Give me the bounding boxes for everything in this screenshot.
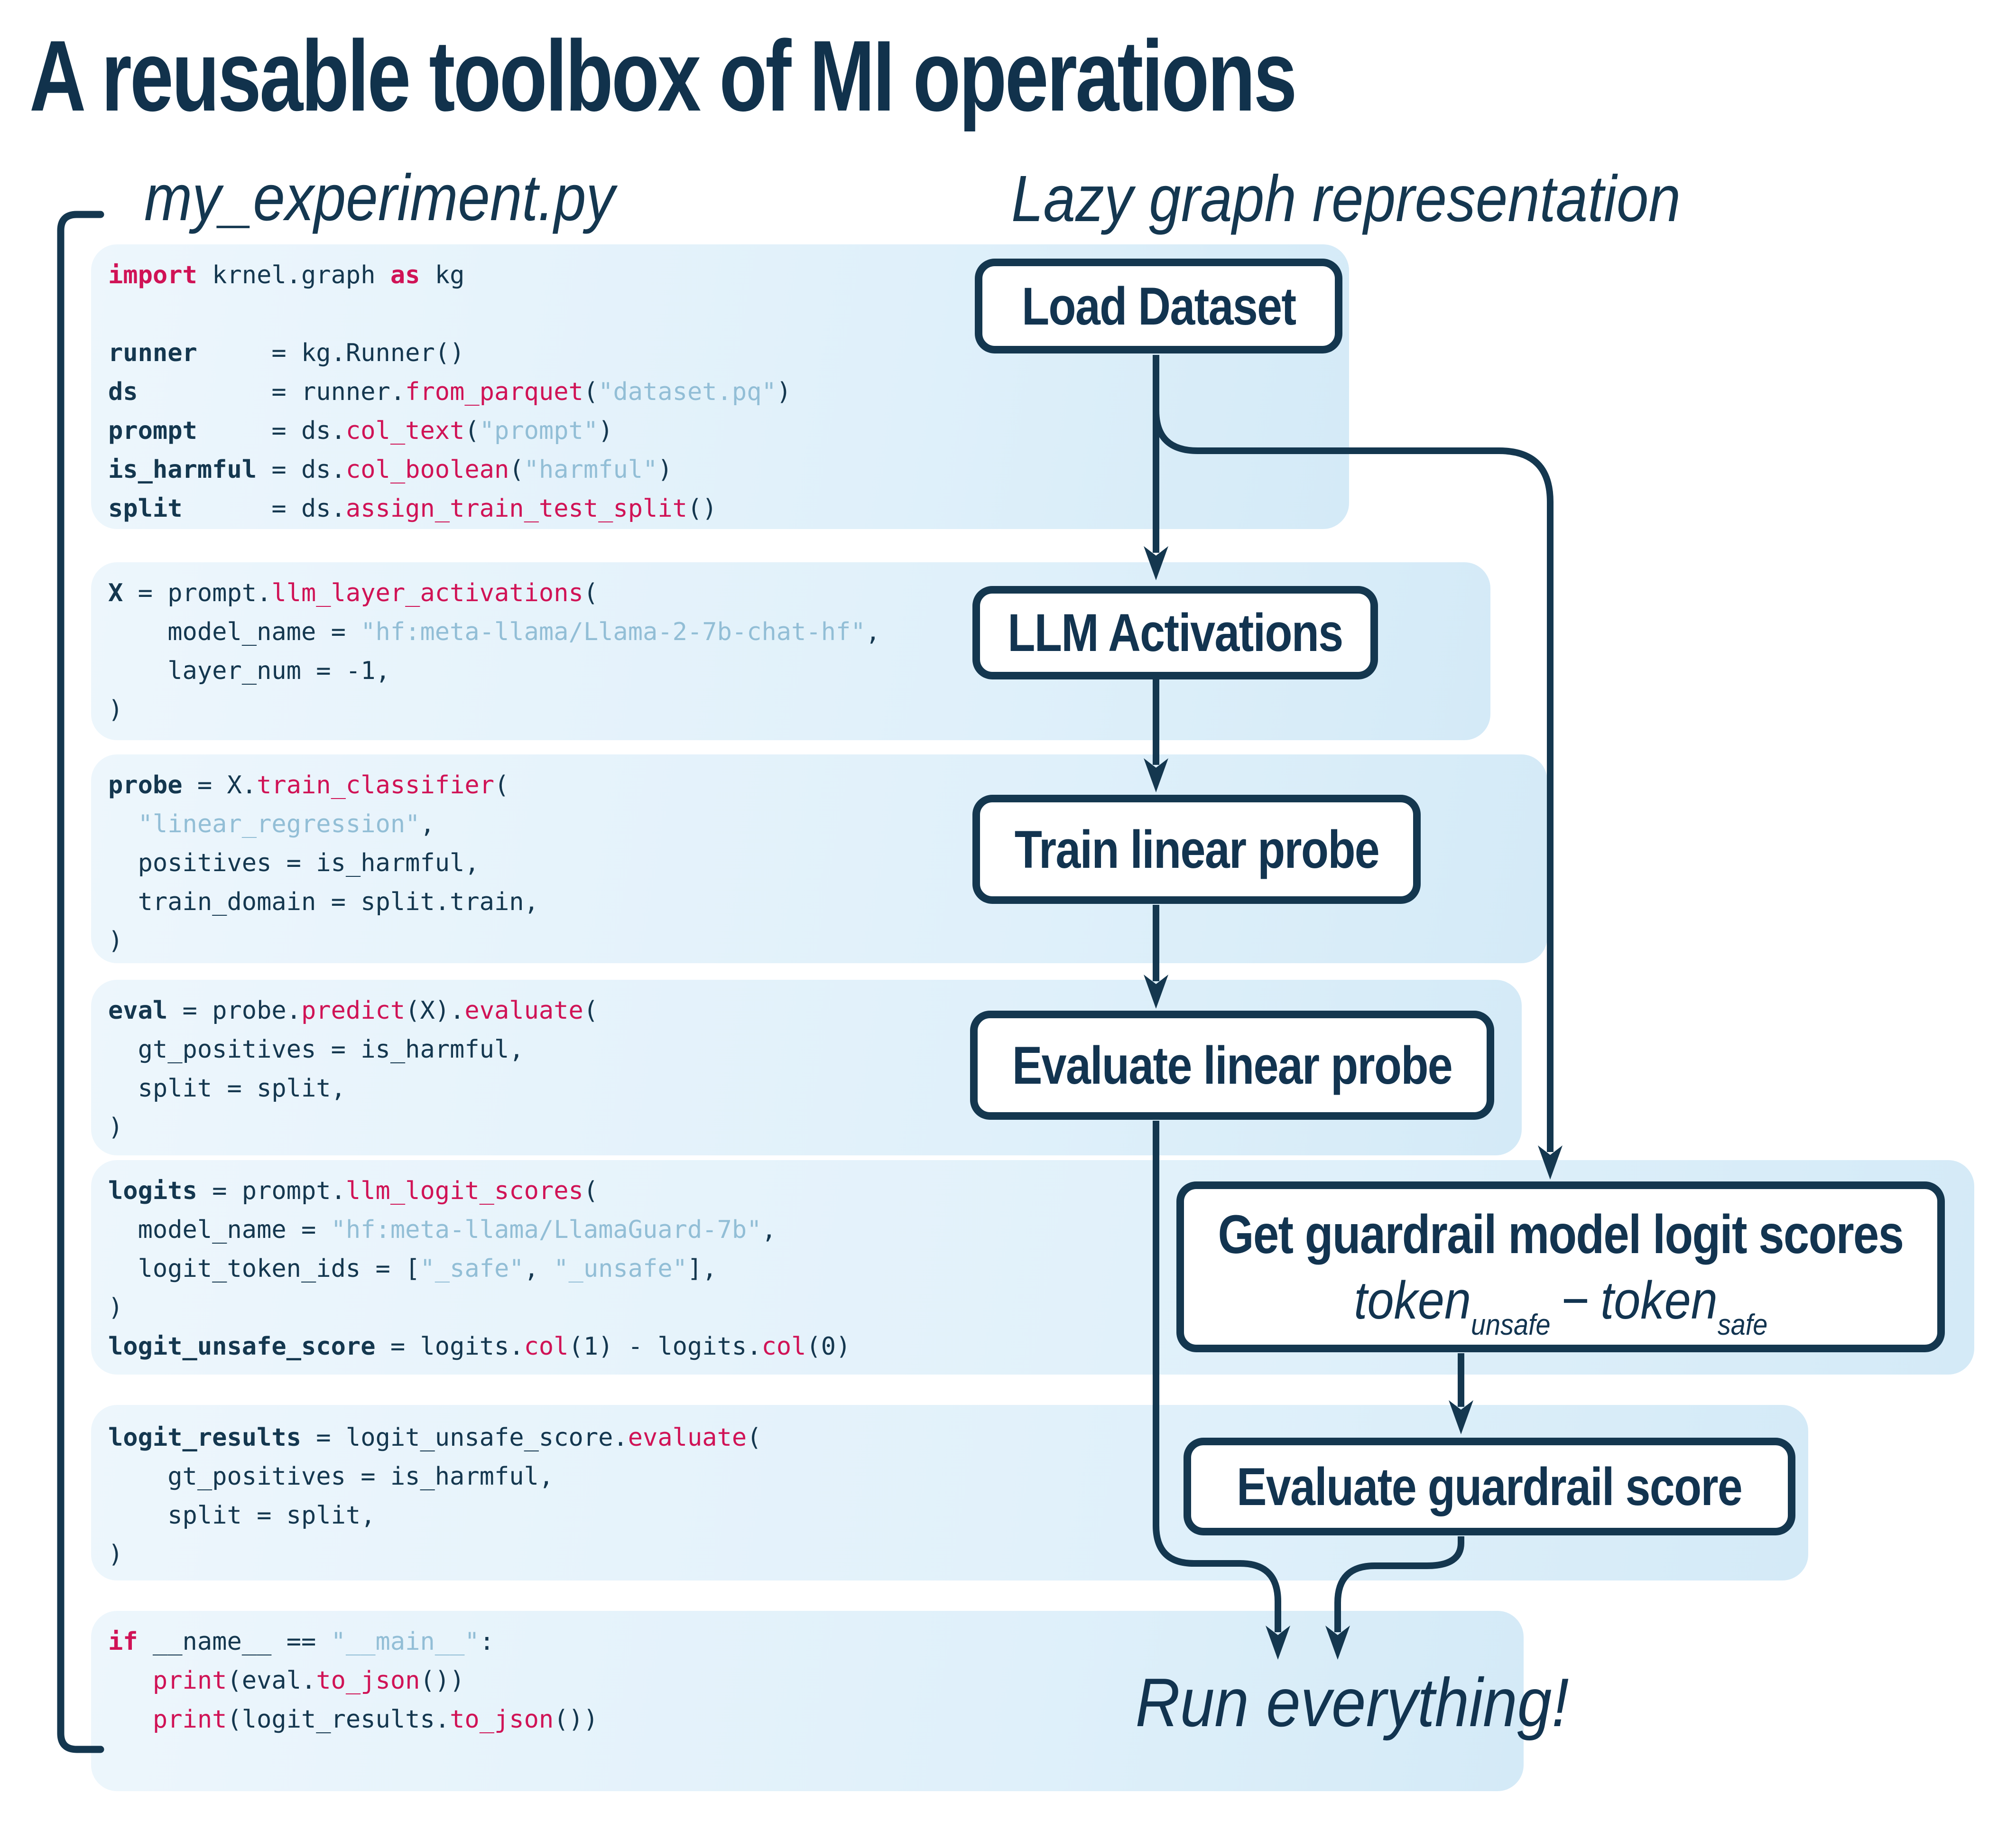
node-evaluate-guardrail-label: Evaluate guardrail score (1237, 1457, 1743, 1516)
node-get-guardrail-logit-scores: Get guardrail model logit scores tokenun… (1176, 1181, 1945, 1352)
node-evaluate-linear-probe: Evaluate linear probe (970, 1011, 1494, 1120)
edge-evaluate-to-run (1153, 1121, 1290, 1660)
node-load-dataset: Load Dataset (975, 259, 1342, 353)
code-block-logit-results: logit_results = logit_unsafe_score.evalu… (108, 1423, 762, 1569)
code-block-imports: import krnel.graph as kg runner = kg.Run… (108, 261, 792, 523)
code-block-logit-scores: logits = prompt.llm_logit_scores( model_… (108, 1177, 851, 1361)
code-block-main: if __name__ == "__main__": print(eval.to… (108, 1627, 599, 1734)
node-evaluate-linear-probe-label: Evaluate linear probe (1012, 1035, 1453, 1095)
code-block-train-probe: probe = X.train_classifier( "linear_regr… (108, 771, 539, 955)
node-evaluate-guardrail-score: Evaluate guardrail score (1184, 1438, 1795, 1535)
node-llm-activations-label: LLM Activations (1008, 603, 1343, 662)
node-get-guardrail-formula: tokenunsafe−tokensafe (1354, 1270, 1767, 1341)
node-load-dataset-label: Load Dataset (1021, 276, 1296, 336)
file-bracket (57, 211, 104, 1753)
code-block-activations: X = prompt.llm_layer_activations( model_… (108, 579, 880, 724)
code-block-evaluate-probe: eval = probe.predict(X).evaluate( gt_pos… (108, 996, 599, 1142)
edge-evalguardrail-to-run (1325, 1536, 1464, 1660)
edge-load-to-guardrail (1153, 410, 1563, 1180)
node-get-guardrail-label: Get guardrail model logit scores (1218, 1204, 1904, 1265)
run-everything-label: Run everything! (1135, 1664, 1569, 1741)
page-title: A reusable toolbox of MI operations (29, 19, 1297, 132)
node-train-linear-probe: Train linear probe (972, 795, 1421, 904)
node-train-linear-probe-label: Train linear probe (1014, 819, 1379, 879)
node-llm-activations: LLM Activations (972, 586, 1378, 679)
